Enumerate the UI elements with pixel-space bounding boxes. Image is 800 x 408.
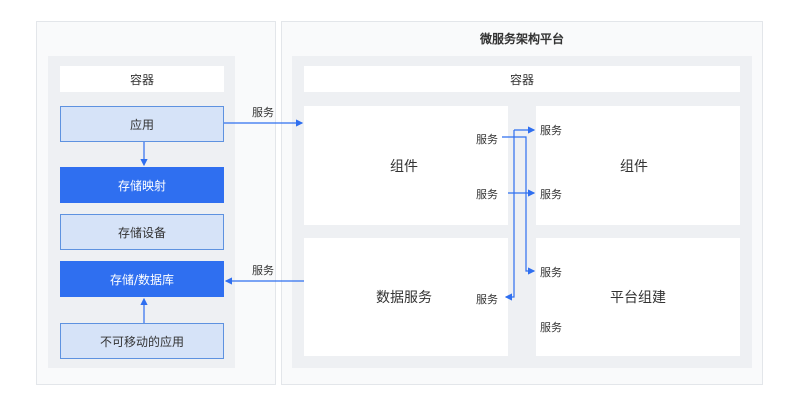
platform-container-label: 容器 <box>509 72 534 87</box>
component-right-label: 组件 <box>620 158 648 175</box>
storage-mapping-label: 存储映射 <box>117 178 166 193</box>
app-box: 应用 <box>60 106 224 142</box>
app-label: 应用 <box>129 117 154 132</box>
storage-device-label: 存储设备 <box>117 225 166 240</box>
storage-db-label: 存储/数据库 <box>109 272 175 287</box>
data-to-storage-label: 服务 <box>252 264 274 277</box>
component-right-box: 组件 <box>536 106 740 225</box>
platform-title: 微服务架构平台 <box>281 28 763 48</box>
data-service-box: 数据服务 <box>304 238 508 356</box>
platform-title-text: 微服务架构平台 <box>479 31 564 46</box>
comp-service-in-2-label: 服务 <box>540 188 562 201</box>
data-service-out-label: 服务 <box>476 293 498 306</box>
comp-service-1-line <box>502 136 536 275</box>
storage-mapping-box: 存储映射 <box>60 167 224 203</box>
platform-build-box: 平台组建 <box>536 238 740 356</box>
platform-service-in-1-label: 服务 <box>540 266 562 279</box>
immovable-app-box: 不可移动的应用 <box>60 323 224 359</box>
comp-service-out-1-label: 服务 <box>476 133 498 146</box>
comp-service-in-1-label: 服务 <box>540 124 562 137</box>
back-to-data-service-line <box>504 130 515 301</box>
left-container-header: 容器 <box>60 66 224 92</box>
data-service-label: 数据服务 <box>376 290 432 306</box>
storage-device-box: 存储设备 <box>60 214 224 250</box>
component-left-label: 组件 <box>390 158 418 175</box>
left-container-label: 容器 <box>129 72 154 87</box>
component-left-box: 组件 <box>304 106 508 225</box>
platform-service-in-2-label: 服务 <box>540 321 562 334</box>
app-to-platform-label: 服务 <box>252 106 274 119</box>
platform-build-label: 平台组建 <box>610 290 666 306</box>
platform-container-header: 容器 <box>304 66 740 92</box>
immovable-app-label: 不可移动的应用 <box>99 334 184 349</box>
comp-service-out-2-label: 服务 <box>476 188 498 201</box>
storage-db-box: 存储/数据库 <box>60 261 224 297</box>
